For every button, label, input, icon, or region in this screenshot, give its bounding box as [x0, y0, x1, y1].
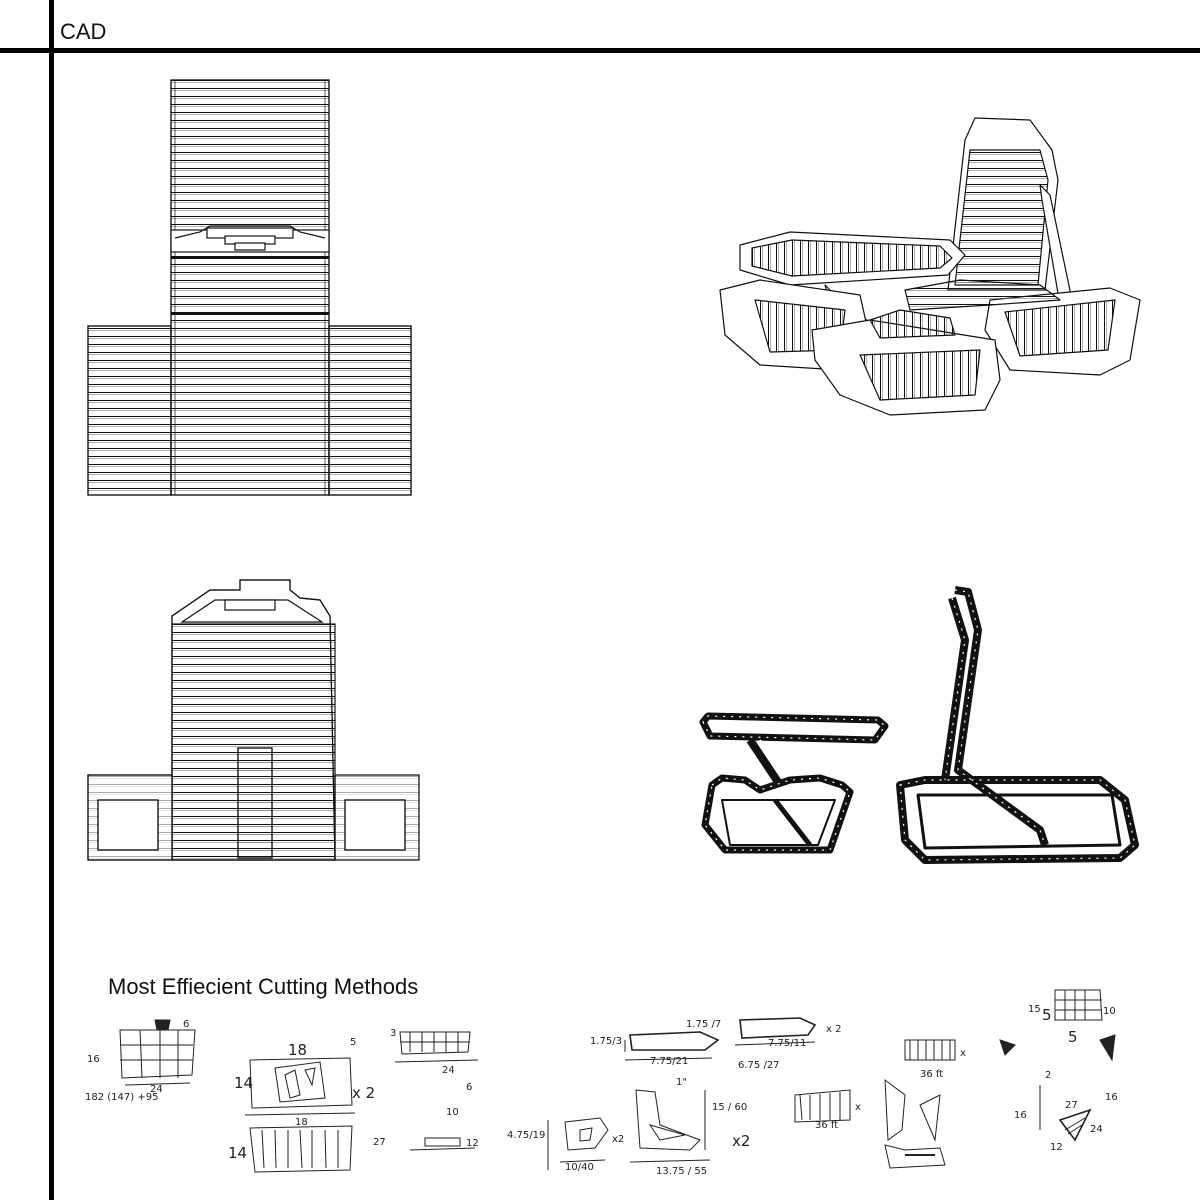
- svg-text:12: 12: [1050, 1142, 1063, 1153]
- svg-text:6: 6: [183, 1019, 189, 1030]
- svg-text:24: 24: [150, 1084, 163, 1095]
- front-elevation-drawing: [87, 579, 420, 861]
- svg-text:182 (147) +95: 182 (147) +95: [85, 1092, 158, 1103]
- svg-text:3: 3: [390, 1028, 396, 1039]
- svg-text:2: 2: [1045, 1070, 1051, 1081]
- profile-link-marks: [702, 589, 1136, 861]
- svg-text:x2: x2: [612, 1134, 624, 1145]
- svg-text:16: 16: [1105, 1092, 1118, 1103]
- svg-text:12: 12: [466, 1138, 479, 1149]
- side-profile-drawing: [699, 586, 1139, 864]
- svg-text:6.75 /27: 6.75 /27: [738, 1060, 780, 1071]
- svg-text:1.75/3: 1.75/3: [590, 1036, 622, 1047]
- svg-text:7.75/21: 7.75/21: [650, 1056, 688, 1067]
- svg-text:5: 5: [1068, 1028, 1078, 1046]
- svg-text:18: 18: [295, 1117, 308, 1128]
- svg-text:6: 6: [466, 1082, 472, 1093]
- svg-text:x2: x2: [732, 1132, 750, 1150]
- svg-text:36 ft: 36 ft: [815, 1120, 838, 1131]
- svg-text:5: 5: [1042, 1006, 1052, 1024]
- svg-text:10/40: 10/40: [565, 1162, 594, 1173]
- svg-text:16: 16: [87, 1054, 100, 1065]
- svg-text:x 2: x 2: [826, 1024, 841, 1035]
- svg-text:24: 24: [442, 1065, 455, 1076]
- svg-text:15: 15: [1028, 1004, 1041, 1015]
- svg-text:16: 16: [1014, 1110, 1027, 1121]
- svg-text:5: 5: [350, 1037, 356, 1048]
- svg-text:1.75 /7: 1.75 /7: [686, 1019, 721, 1030]
- svg-text:10: 10: [1103, 1006, 1116, 1017]
- plan-view-drawing: [87, 79, 412, 496]
- svg-text:13.75 / 55: 13.75 / 55: [656, 1166, 707, 1177]
- sketch-annotations: 16 24 182 (147) +95 6 18 14 x 2 5 18 14 …: [85, 1004, 1118, 1177]
- svg-text:14: 14: [228, 1144, 247, 1162]
- svg-text:4.75/19: 4.75/19: [507, 1130, 545, 1141]
- left-rule: [49, 0, 54, 1200]
- svg-text:14: 14: [234, 1074, 253, 1092]
- cutting-sketches: [119, 989, 1116, 1173]
- svg-text:27: 27: [373, 1137, 386, 1148]
- svg-text:15 / 60: 15 / 60: [712, 1102, 747, 1113]
- isometric-assembly-drawing: [719, 117, 1141, 416]
- cutting-methods-heading: Most Effiecient Cutting Methods: [108, 974, 419, 999]
- svg-text:18: 18: [288, 1041, 307, 1059]
- svg-text:1": 1": [676, 1077, 687, 1088]
- svg-text:27: 27: [1065, 1100, 1078, 1111]
- svg-text:10: 10: [446, 1107, 459, 1118]
- svg-text:x: x: [960, 1048, 966, 1059]
- svg-text:7.75/11: 7.75/11: [768, 1038, 806, 1049]
- svg-text:36 ft: 36 ft: [920, 1069, 943, 1080]
- svg-text:x: x: [855, 1102, 861, 1113]
- top-rule: [0, 48, 1200, 53]
- svg-text:x 2: x 2: [352, 1084, 375, 1102]
- svg-text:24: 24: [1090, 1124, 1103, 1135]
- page-title: CAD: [60, 19, 107, 44]
